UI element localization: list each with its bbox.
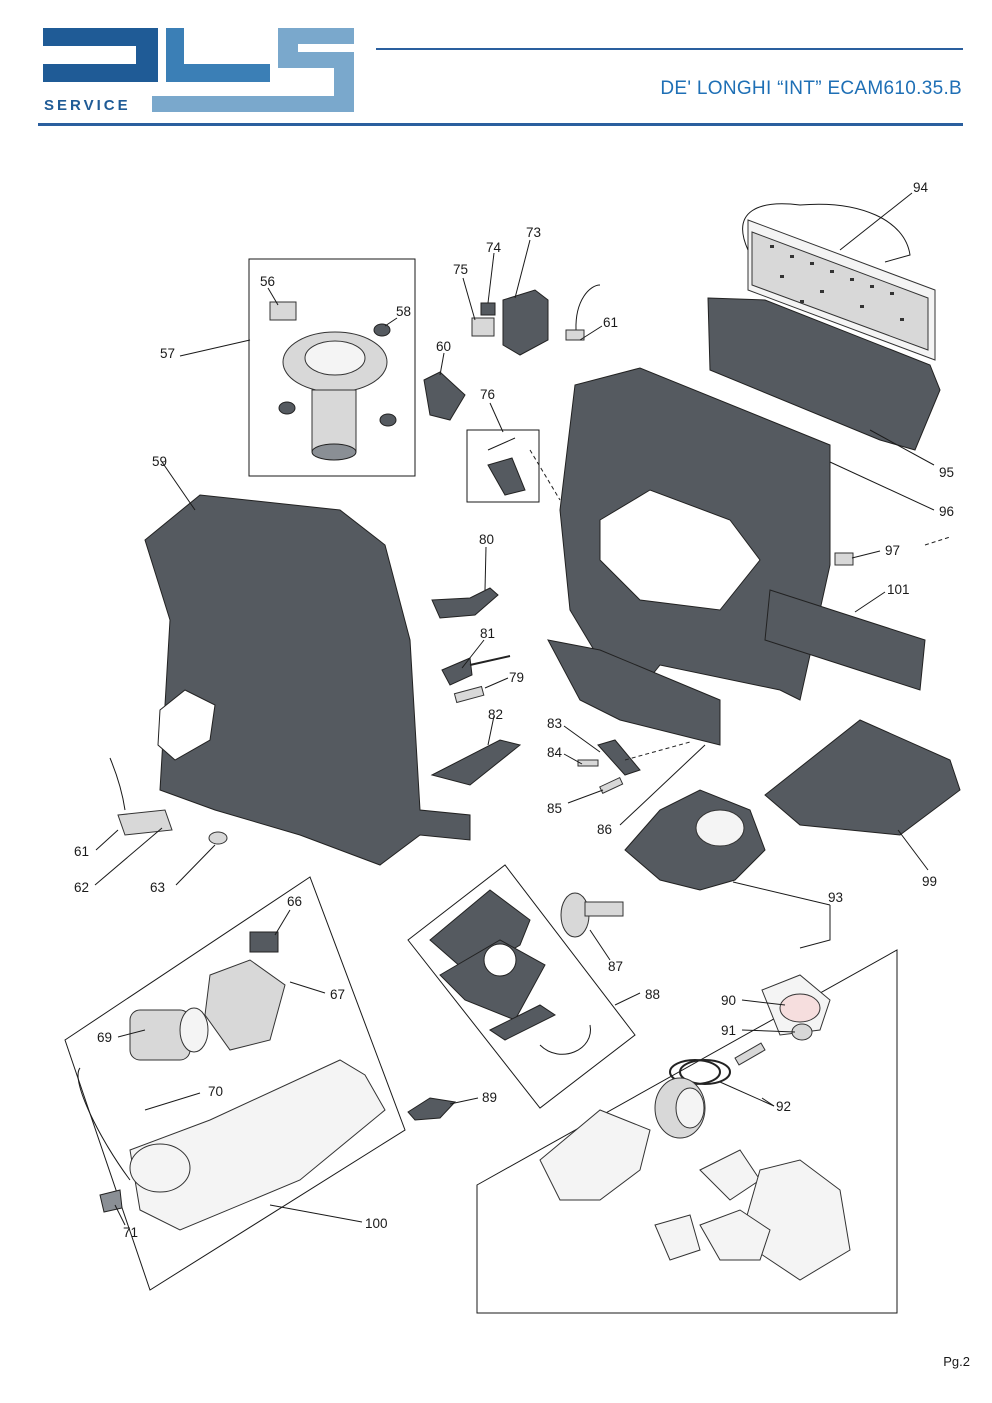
callout-73: 73: [526, 225, 541, 240]
clip-89: [407, 1097, 457, 1121]
left-frame-59: [144, 494, 471, 866]
lever-83: [597, 739, 641, 776]
brew-unit-93: [624, 789, 766, 891]
callout-92: 92: [776, 1099, 791, 1114]
callout-99: 99: [922, 874, 937, 889]
brew-unit-detail: [539, 974, 851, 1281]
callout-96: 96: [939, 504, 954, 519]
spring-lever-76: [487, 437, 526, 496]
callout-83: 83: [547, 716, 562, 731]
callout-87: 87: [608, 959, 623, 974]
page-number: Pg.2: [943, 1354, 970, 1369]
callout-71: 71: [123, 1225, 138, 1240]
callout-85: 85: [547, 801, 562, 816]
callout-80: 80: [479, 532, 494, 547]
callout-61-bottom: 61: [74, 844, 89, 859]
spring-79: [453, 685, 485, 704]
callout-101: 101: [887, 582, 910, 597]
callout-70: 70: [208, 1084, 223, 1099]
connector-97: [834, 552, 854, 566]
callout-58: 58: [396, 304, 411, 319]
callout-63: 63: [150, 880, 165, 895]
callout-69: 69: [97, 1030, 112, 1045]
dls-service-logo: SERVICE: [43, 28, 354, 114]
callout-62: 62: [74, 880, 89, 895]
nut-63: [208, 831, 228, 845]
cover-82: [430, 739, 522, 786]
callout-75: 75: [453, 262, 468, 277]
callout-74: 74: [486, 240, 502, 255]
callout-labels: 94 73 74 75 56 58 57 60 61 76 95 59 96 9…: [74, 180, 954, 1240]
board-housing: [707, 297, 941, 451]
spring-79-rod: [469, 655, 511, 666]
callout-76: 76: [480, 387, 495, 402]
callout-100: 100: [365, 1216, 388, 1231]
callout-88: 88: [645, 987, 660, 1002]
bracket-80: [431, 587, 499, 619]
drive-group-100: [77, 931, 386, 1231]
piston-87: [560, 892, 624, 938]
drip-tray-99: [764, 719, 961, 836]
cable-61-bottom: [109, 757, 126, 811]
callout-66: 66: [287, 894, 302, 909]
connector-62: [117, 809, 173, 836]
callout-67: 67: [330, 987, 345, 1002]
left-frame-opening: [157, 689, 216, 761]
document-title: DE' LONGHI “INT” ECAM610.35.B: [660, 78, 962, 99]
cable-61-top: [575, 284, 601, 331]
callout-61-top: 61: [603, 315, 618, 330]
grinder-motor-assembly: [269, 301, 397, 461]
logo-graphic: [43, 28, 354, 112]
callout-93: 93: [828, 890, 843, 905]
bracket-81: [441, 657, 473, 686]
guide-line-86: [624, 741, 691, 761]
panel-86: [547, 639, 721, 746]
spring-85: [599, 776, 624, 794]
frame-opening: [599, 489, 761, 611]
callout-89: 89: [482, 1090, 497, 1105]
header-rule-bottom: [38, 123, 963, 126]
callout-86: 86: [597, 822, 612, 837]
callout-94: 94: [913, 180, 929, 195]
relay-73: [502, 289, 549, 356]
callout-81: 81: [480, 626, 495, 641]
callout-59: 59: [152, 454, 167, 469]
dispenser-group-88: [429, 889, 591, 1055]
leader-lines: [94, 192, 935, 1226]
relay-74: [480, 302, 496, 316]
guide-line-97: [924, 536, 951, 546]
callout-97: 97: [885, 543, 900, 558]
callout-57: 57: [160, 346, 175, 361]
part-60: [423, 371, 466, 421]
screw-84: [577, 759, 599, 767]
callout-91: 91: [721, 1023, 736, 1038]
callout-56: 56: [260, 274, 275, 289]
guide-line-76: [529, 449, 561, 501]
callout-84: 84: [547, 745, 563, 760]
group-box-76: [466, 429, 540, 503]
callout-60: 60: [436, 339, 451, 354]
group-box-88: [407, 864, 636, 1109]
group-box-93: [476, 949, 898, 1314]
callout-95: 95: [939, 465, 954, 480]
group-box-57: [248, 258, 416, 477]
logo-subtext: SERVICE: [44, 97, 131, 114]
relay-75: [471, 317, 495, 337]
callout-79: 79: [509, 670, 524, 685]
rail-101: [764, 589, 926, 691]
callout-82: 82: [488, 707, 503, 722]
control-board: [742, 203, 936, 361]
header-rule-top: [376, 48, 963, 50]
callout-90: 90: [721, 993, 736, 1008]
